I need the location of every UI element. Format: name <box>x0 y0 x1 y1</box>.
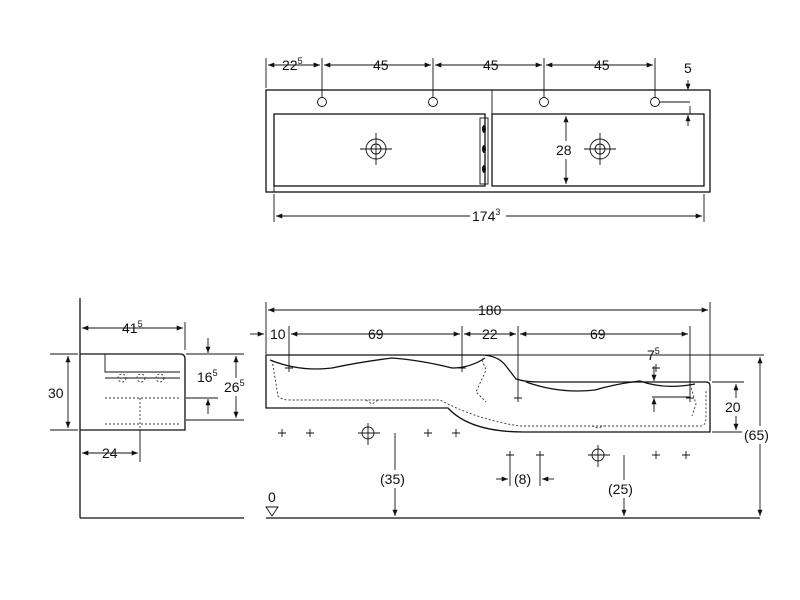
dim-front-35: (35) <box>380 471 405 487</box>
dim-front-10: 10 <box>270 326 286 342</box>
right-outlet-icon <box>588 445 610 467</box>
side-view: 415 30 165 265 24 <box>48 298 250 519</box>
dim-front-69b: 69 <box>590 326 606 342</box>
dim-side-inner-b: 265 <box>224 378 245 395</box>
floor-marker-icon <box>265 506 279 517</box>
dim-front-total: 180 <box>478 302 502 318</box>
right-drain-icon <box>584 133 616 165</box>
dim-top-4: 45 <box>594 57 610 73</box>
side-basin-outline <box>80 353 186 431</box>
top-view-right-basin <box>491 113 705 187</box>
dim-front-7-5: 75 <box>647 346 660 363</box>
dim-total-174: 1743 <box>472 207 500 224</box>
dim-top-3: 45 <box>483 57 499 73</box>
front-basin-outline <box>265 354 711 433</box>
tap-holes <box>317 97 691 114</box>
top-view-outline <box>265 89 711 193</box>
dim-top-2: 45 <box>373 57 389 73</box>
dim-top-1: 225 <box>282 56 303 73</box>
left-outlet-icon <box>358 423 380 445</box>
top-view: 225 45 45 45 5 28 1743 <box>265 56 711 224</box>
floor-zero-label: 0 <box>268 489 276 505</box>
dim-side-bottom: 24 <box>102 445 118 461</box>
fixing-markers <box>278 364 694 459</box>
overflow-holes <box>482 125 486 173</box>
dim-depth-28: 28 <box>556 142 572 158</box>
dim-front-20: 20 <box>725 399 741 415</box>
left-drain-icon <box>360 133 392 165</box>
dim-side-height: 30 <box>48 385 64 401</box>
dim-front-69a: 69 <box>368 326 384 342</box>
dim-right-5: 5 <box>684 60 692 76</box>
front-view: 0 <box>250 302 776 519</box>
top-view-left-basin <box>273 113 486 187</box>
dim-front-22: 22 <box>482 326 498 342</box>
dim-front-65: (65) <box>744 427 769 443</box>
dim-side-inner-a: 165 <box>197 368 218 385</box>
dim-side-depth: 415 <box>122 319 143 336</box>
dim-front-25: (25) <box>608 481 633 497</box>
dim-front-8: (8) <box>514 471 531 487</box>
